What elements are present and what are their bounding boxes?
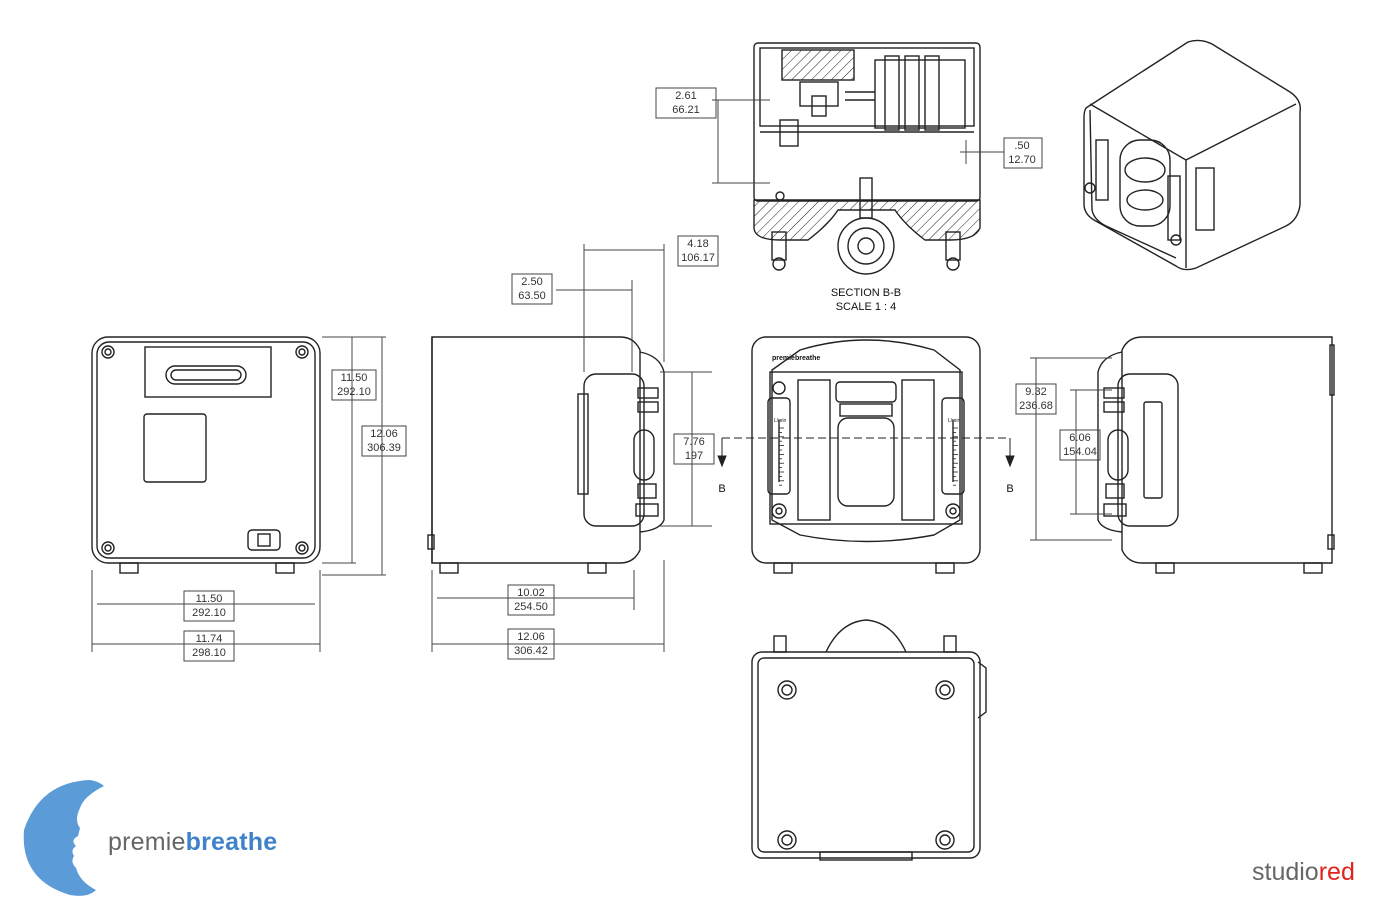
side-view-right — [1097, 336, 1335, 574]
logo-part-1: premie — [108, 828, 186, 856]
dim-0-50 — [960, 137, 1043, 169]
front-view — [751, 336, 981, 574]
dim-12-06-v-mm: 306.39 — [367, 442, 401, 454]
dim-11-50-h-mm: 292.10 — [192, 607, 226, 619]
svg-text:SECTION B-B: SECTION B-B — [831, 287, 901, 299]
isometric-view — [1083, 39, 1301, 271]
dim-0-50-in: .50 — [1014, 140, 1029, 152]
dim-12-06-v-in: 12.06 — [370, 428, 398, 440]
dim-11-50-v-mm: 292.10 — [337, 386, 371, 398]
logo-part-2: breathe — [185, 828, 278, 856]
section-view — [753, 42, 981, 275]
dim-4-18-in: 4.18 — [687, 238, 708, 250]
flowmeter-label-left: L/min — [774, 418, 786, 424]
dims-back — [91, 336, 407, 662]
svg-text:SCALE 1 : 4: SCALE 1 : 4 — [836, 301, 897, 313]
dim-9-32-mm: 236.68 — [1019, 400, 1053, 412]
bottom-view — [751, 619, 987, 861]
dim-11-50-h-in: 11.50 — [196, 593, 223, 605]
device-brand-label: premiebreathe — [772, 355, 820, 362]
section-cut-label-left: B — [718, 483, 725, 495]
studiored-wordmark: studiored — [1252, 858, 1355, 887]
dim-10-02-in: 10.02 — [517, 587, 545, 599]
dim-7-76-in: 7.76 — [683, 436, 704, 448]
studio-part-1: studio — [1252, 858, 1319, 886]
dim-11-50-v-in: 11.50 — [341, 372, 368, 384]
back-view — [91, 336, 321, 574]
dim-2-61-mm: 66.21 — [672, 104, 700, 116]
dim-6-06-in: 6.06 — [1069, 432, 1090, 444]
dim-7-76-mm: 197 — [685, 450, 703, 462]
dim-12-06-h-mm: 306.42 — [514, 645, 548, 657]
dims-side-right — [1015, 357, 1112, 541]
dim-4-18-mm: 106.17 — [681, 252, 715, 264]
dim-11-74-in: 11.74 — [196, 633, 223, 645]
section-cut-label-right: B — [1006, 483, 1013, 495]
premiebreathe-wordmark: premiebreathe — [108, 828, 277, 857]
dim-2-61 — [655, 87, 770, 184]
dim-10-02-mm: 254.50 — [514, 601, 548, 613]
dim-11-74-mm: 298.10 — [192, 647, 226, 659]
dim-0-50-mm: 12.70 — [1008, 154, 1036, 166]
dim-12-06-h-in: 12.06 — [517, 631, 545, 643]
dim-2-50-mm: 63.50 — [518, 290, 546, 302]
side-view-left — [427, 336, 665, 574]
premiebreathe-logo-mark — [23, 780, 104, 896]
dim-2-61-in: 2.61 — [675, 90, 696, 102]
section-cut-line — [717, 437, 1015, 468]
dim-2-50-in: 2.50 — [521, 276, 542, 288]
dim-9-32-in: 9.32 — [1025, 386, 1046, 398]
dim-6-06-mm: 154.04 — [1063, 446, 1097, 458]
studio-part-2: red — [1318, 858, 1355, 886]
flowmeter-label-right: L/min — [948, 418, 960, 424]
dims-side-left — [431, 235, 719, 660]
flowmeter-ticks — [779, 427, 958, 486]
section-caption: SECTION B-B SCALE 1 : 4 — [831, 287, 901, 313]
